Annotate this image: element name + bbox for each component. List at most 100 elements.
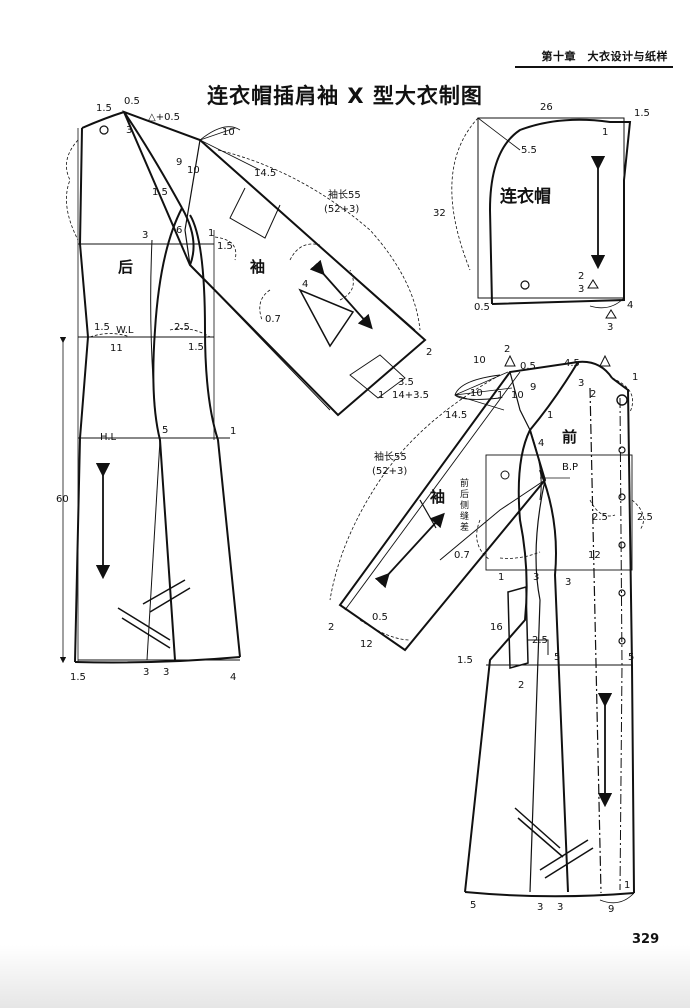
- measure-label: 1.5: [70, 672, 86, 683]
- measure-label: 1.5: [188, 342, 204, 353]
- back-labels: 后 袖 袖长55 (52+3) W.L H.L 1.5 0.5 3 △+0.5 …: [56, 96, 432, 683]
- measure-label: 1.5: [217, 241, 233, 252]
- front-body-pattern: [464, 360, 644, 904]
- measure-label: 3: [565, 577, 571, 588]
- front-sleeve-label: 袖: [430, 488, 445, 506]
- measure-label: 2: [426, 347, 432, 358]
- measure-label: 14.5: [445, 410, 467, 421]
- measure-label: 差: [460, 521, 469, 533]
- measure-label: 2: [578, 271, 584, 282]
- back-body-pattern: [59, 111, 241, 664]
- measure-label: 10: [470, 388, 483, 399]
- measure-label: 1.5: [457, 655, 473, 666]
- measure-label: 0.7: [454, 550, 470, 561]
- header-rule: [515, 66, 673, 68]
- front-sleeve-length-formula: (52+3): [372, 466, 407, 477]
- measure-label: 3: [533, 572, 539, 583]
- measure-label: 0.7: [265, 314, 281, 325]
- back-hip-line: H.L: [100, 432, 117, 443]
- hood-label: 连衣帽: [500, 186, 551, 207]
- measure-label: 4: [627, 300, 633, 311]
- back-waist-line: W.L: [116, 325, 134, 336]
- measure-label: 3: [557, 902, 563, 913]
- measure-label: 4: [230, 672, 236, 683]
- measure-label: 10: [222, 127, 235, 138]
- measure-label: 2.5: [592, 512, 608, 523]
- measure-label: 4.5: [564, 358, 580, 369]
- measure-label: 1: [498, 572, 504, 583]
- measure-label: 3: [143, 667, 149, 678]
- measure-label: 3: [163, 667, 169, 678]
- measure-label: 5: [470, 900, 476, 911]
- measure-label: 1: [624, 880, 630, 891]
- front-label: 前: [562, 428, 577, 446]
- measure-label: 32: [433, 208, 446, 219]
- measure-label: 5: [554, 652, 560, 663]
- measure-label: 3: [537, 902, 543, 913]
- page-number: 329: [632, 932, 660, 947]
- measure-label: 5: [628, 652, 634, 663]
- measure-label: 2: [328, 622, 334, 633]
- measure-label: 4: [302, 279, 308, 290]
- measure-label: 1.5: [634, 108, 650, 119]
- measure-label: 3: [578, 378, 584, 389]
- measure-label: 缝: [460, 510, 469, 522]
- measure-label: 14.5: [254, 168, 276, 179]
- measure-label: 2: [504, 344, 510, 355]
- measure-label: 2.5: [174, 322, 190, 333]
- measure-label: 16: [490, 622, 503, 633]
- page-bottom-shade: [0, 945, 690, 1008]
- measure-label: 9: [176, 157, 182, 168]
- back-sleeve-length-formula: (52+3): [324, 204, 359, 215]
- measure-label: 1.5: [96, 103, 112, 114]
- back-sleeve-label: 袖: [250, 258, 265, 276]
- measure-label: 10: [473, 355, 486, 366]
- measure-label: 26: [540, 102, 553, 113]
- measure-label: 1: [208, 228, 214, 239]
- measure-label: 1.5: [94, 322, 110, 333]
- measure-label: 1: [632, 372, 638, 383]
- measure-label: 14+3.5: [392, 390, 429, 401]
- measure-label: 6: [176, 225, 182, 236]
- measure-label: 0.5: [124, 96, 140, 107]
- back-sleeve-length: 袖长55: [328, 188, 361, 201]
- measure-label: 侧: [460, 499, 469, 511]
- measure-label: 3.5: [398, 377, 414, 388]
- measure-label: 12: [360, 639, 373, 650]
- measure-label: 后: [460, 489, 469, 500]
- measure-label: 2.5: [532, 635, 548, 646]
- measure-label: 0.5: [372, 612, 388, 623]
- measure-label: 2.5: [637, 512, 653, 523]
- measure-label: 5: [162, 425, 168, 436]
- measure-label: 3: [578, 284, 584, 295]
- measure-label: △+0.5: [148, 112, 180, 123]
- measure-label: 10: [511, 390, 524, 401]
- measure-label: 0.5: [474, 302, 490, 313]
- measure-label: 3: [607, 322, 613, 333]
- measure-label: 2: [518, 680, 524, 691]
- measure-label: 1: [547, 410, 553, 421]
- measure-label: 2: [590, 389, 596, 400]
- bust-point: B.P: [562, 462, 578, 473]
- measure-label: 0.5: [520, 361, 536, 372]
- measure-label: 60: [56, 494, 69, 505]
- measure-label: 1: [497, 390, 503, 401]
- measure-label: 1: [602, 127, 608, 138]
- page-title: 连衣帽插肩袖 X 型大衣制图: [207, 84, 483, 108]
- measure-label: 1: [230, 426, 236, 437]
- measure-label: 1.5: [152, 187, 168, 198]
- measure-label: 10: [187, 165, 200, 176]
- measure-label: 11: [110, 343, 123, 354]
- chapter-heading: 第十章 大衣设计与纸样: [541, 50, 668, 63]
- front-sleeve-pattern: [329, 354, 611, 652]
- hood-pattern: [451, 117, 632, 319]
- measure-label: 12: [588, 550, 601, 561]
- measure-label: 3: [142, 230, 148, 241]
- measure-label: 4: [538, 438, 544, 449]
- back-label: 后: [118, 258, 133, 276]
- measure-label: 前: [460, 477, 469, 489]
- measure-label: 9: [608, 904, 614, 915]
- measure-label: 1: [378, 390, 384, 401]
- hood-labels: 连衣帽 26 1.5 5.5 1 32 0.5 4 2 3 3: [433, 102, 650, 333]
